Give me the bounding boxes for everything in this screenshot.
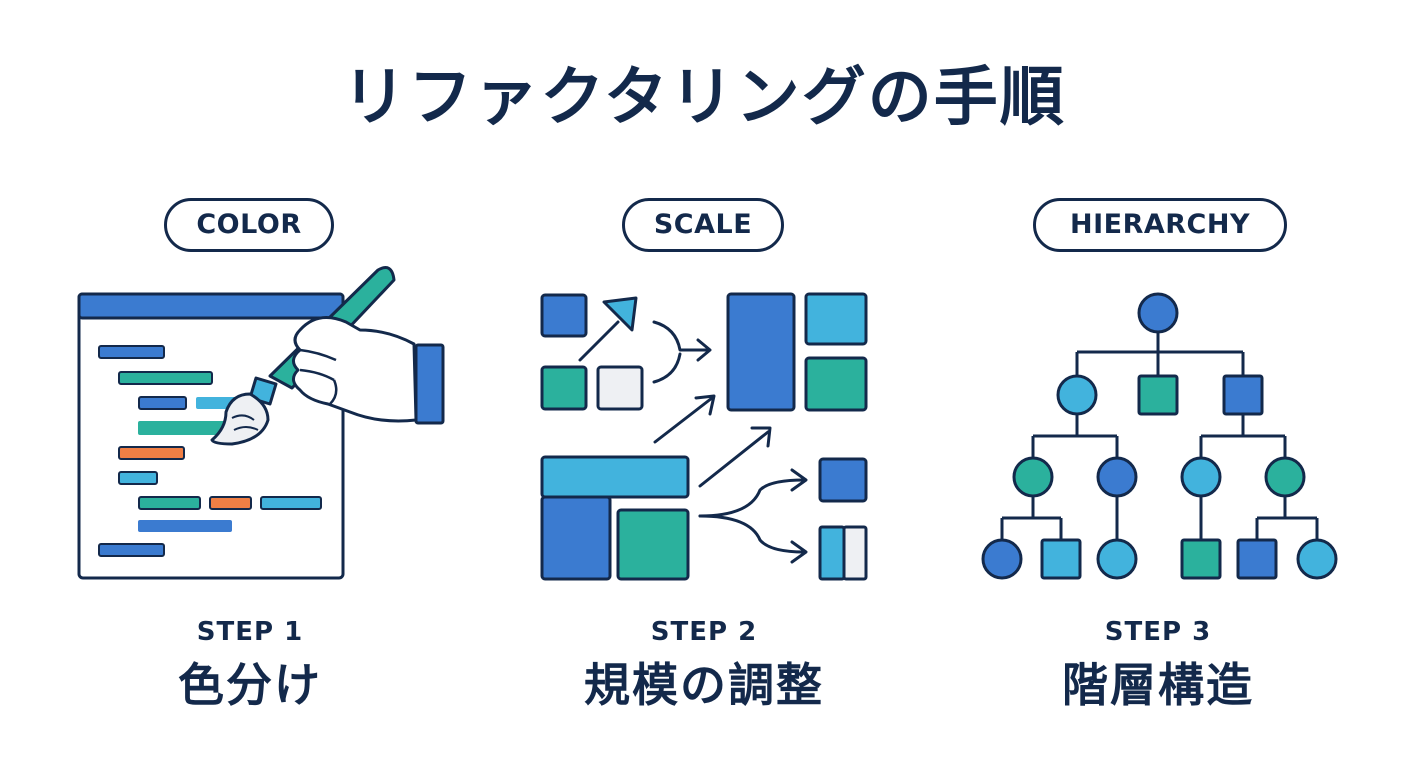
page-title: リファクタリングの手順 — [342, 61, 1066, 135]
step-2-tag: SCALE — [622, 198, 784, 252]
step-1-label: 色分け — [178, 658, 322, 712]
scale-arrows — [578, 296, 808, 564]
code-lines — [98, 345, 322, 557]
code-window-icon — [77, 292, 345, 580]
step-3-label: 階層構造 — [1062, 658, 1254, 712]
scale-blocks-icon — [540, 292, 868, 581]
step-1-tag: COLOR — [164, 198, 334, 252]
step-2-number: STEP 2 — [650, 617, 758, 647]
hand-icon — [292, 316, 445, 425]
step-3-number: STEP 3 — [1104, 617, 1212, 647]
step-1-number: STEP 1 — [196, 617, 304, 647]
hierarchy-tree-icon — [981, 292, 1338, 580]
step-2-label: 規模の調整 — [584, 658, 824, 712]
step-3-tag: HIERARCHY — [1033, 198, 1287, 252]
